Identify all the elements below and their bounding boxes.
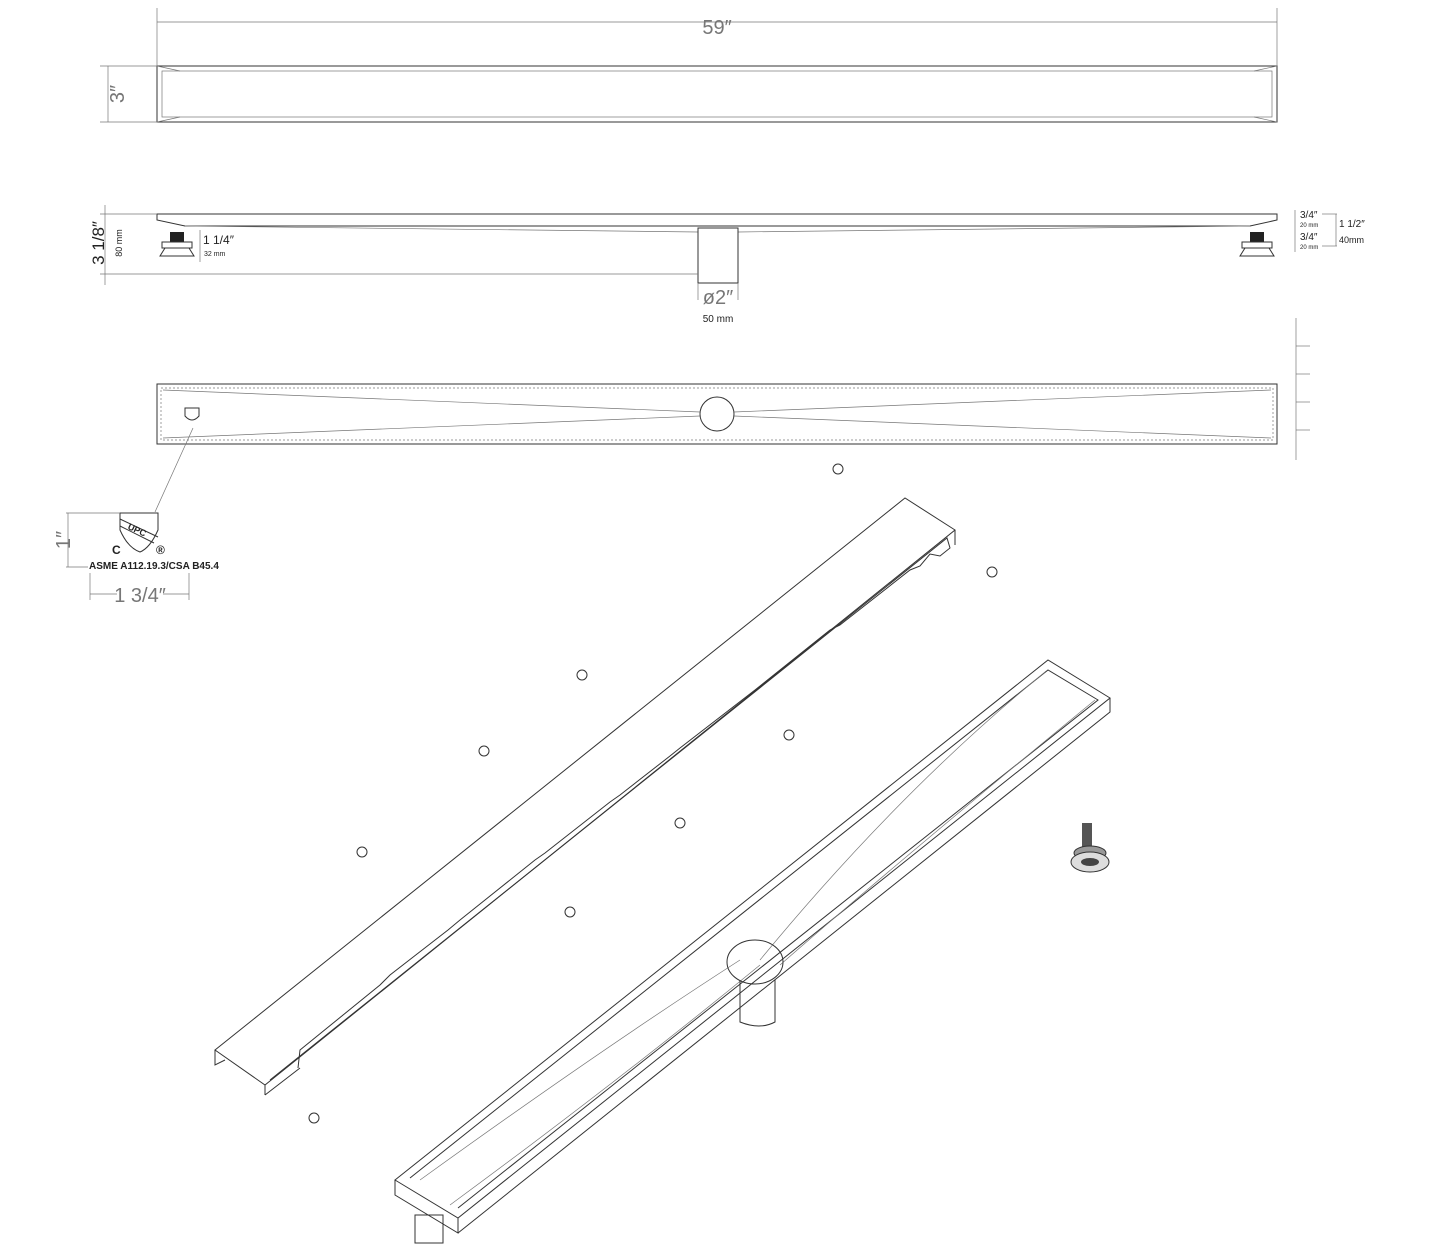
channel-outlet (726, 939, 784, 985)
upc-shield-icon (119, 512, 159, 553)
screw (832, 463, 844, 475)
height-mm-label: 80 mm (114, 229, 124, 257)
outlet-pipe (697, 227, 739, 284)
total-depth-label: 1 1/2″ (1339, 219, 1365, 230)
foot-height-label: 1 1/4″ (203, 233, 235, 247)
upper-depth-label: 3/4″ (1300, 210, 1318, 221)
leveling-foot-left (159, 232, 195, 257)
foot-height-mm-label: 32 mm (204, 251, 226, 258)
label-width: 1 3/4″ (114, 585, 166, 607)
side-view: 3 1/8″ 80 mm 1 1/4″ 32 mm ø2″ 50 mm 3/4″… (89, 205, 1365, 325)
c-mark: C (112, 543, 121, 557)
screw (564, 906, 576, 918)
upper-depth-mm-label: 20 mm (1300, 223, 1318, 229)
length-label: 59″ (702, 17, 731, 39)
plan-view (154, 383, 1278, 513)
drain-side-outline (156, 213, 1278, 227)
channel-plan-outline (156, 383, 1278, 445)
screw (308, 1112, 320, 1124)
lower-depth-label: 3/4″ (1300, 232, 1318, 243)
upc-logo-text: UPC (126, 521, 148, 538)
screws (308, 463, 998, 1124)
standard-label: ASME A112.19.3/CSA B45.4 (89, 561, 219, 572)
label-height: 1″ (53, 531, 75, 549)
width-label: 3″ (107, 85, 129, 103)
leveling-foot-right (1239, 232, 1275, 257)
height-label: 3 1/8″ (89, 221, 108, 265)
drain-top-outline (156, 65, 1278, 123)
pipe-diameter-mm-label: 50 mm (703, 314, 734, 325)
outlet-hole (699, 396, 735, 432)
total-depth-mm-label: 40mm (1339, 235, 1364, 245)
pipe-diameter-label: ø2″ (703, 287, 733, 309)
upc-mark-small (184, 407, 200, 421)
screw (576, 669, 588, 681)
cropped-ruler-marks (1295, 318, 1310, 460)
screw (478, 745, 490, 757)
lower-depth-mm-label: 20 mm (1300, 245, 1318, 251)
screw (986, 566, 998, 578)
screw (674, 817, 686, 829)
screw (783, 729, 795, 741)
registered-mark: ® (156, 543, 165, 557)
screw (356, 846, 368, 858)
certification-label: UPC C ® ASME A112.19.3/CSA B45.4 1″ 1 3/… (53, 512, 219, 607)
top-view: 59″ 3″ (100, 8, 1278, 123)
isometric-channel (394, 659, 1111, 1244)
leveling-foot-iso (1070, 823, 1110, 873)
isometric-grate (214, 497, 956, 1096)
